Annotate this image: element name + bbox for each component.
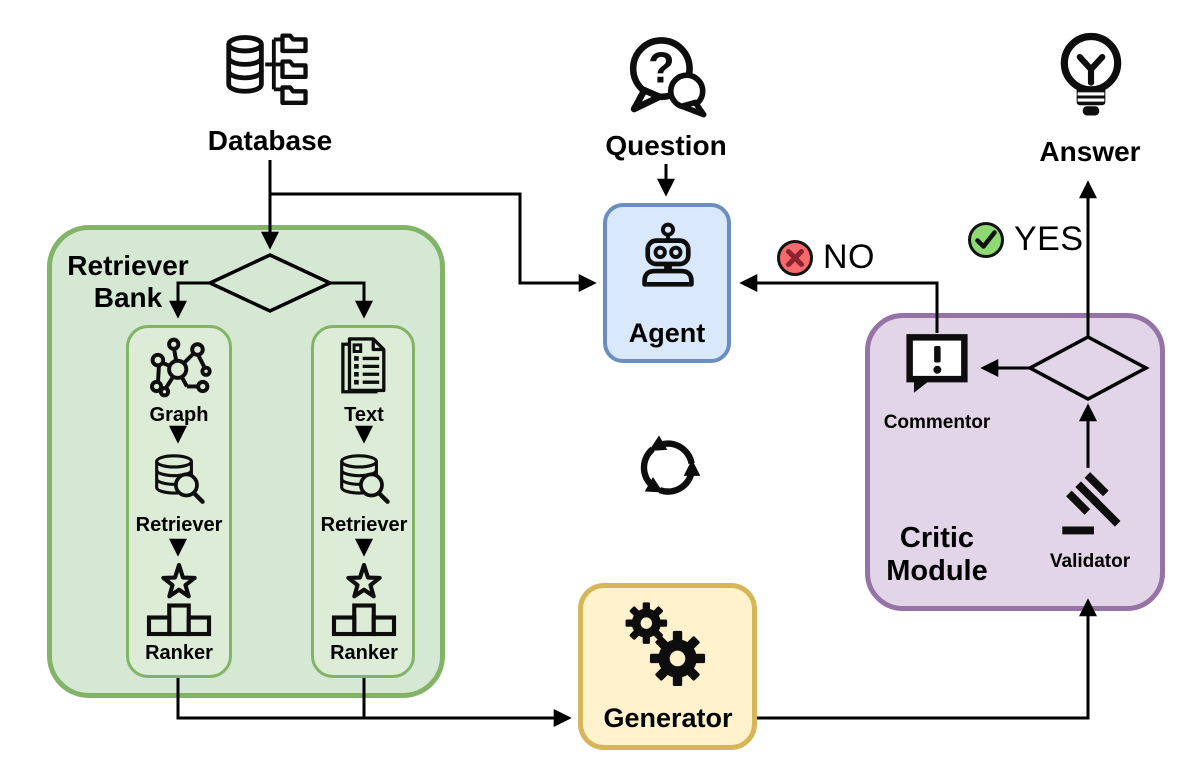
retriever-bank-label: Retriever Bank	[67, 250, 189, 314]
retriever-right-label: Retriever	[320, 514, 408, 536]
cycle-arrows-icon	[640, 435, 701, 495]
question-speech-bubbles-icon: ?	[629, 37, 707, 118]
gavel-icon	[1062, 472, 1121, 535]
critic-module-label: Critic Module	[886, 522, 988, 588]
robot-icon	[642, 222, 694, 287]
star-podium-icon	[331, 562, 397, 637]
database-search-icon	[155, 454, 205, 504]
commentor-label: Commentor	[883, 412, 991, 433]
answer-label: Answer	[1039, 136, 1141, 167]
ranker-right-label: Ranker	[330, 642, 398, 664]
lightbulb-icon	[1060, 32, 1122, 116]
alert-speech-bubble-icon	[906, 334, 968, 393]
star-podium-icon	[146, 562, 212, 637]
x-circle-icon	[777, 240, 813, 276]
text-label: Text	[344, 404, 384, 426]
generator-label: Generator	[603, 703, 733, 733]
retriever-left-label: Retriever	[135, 514, 223, 536]
agent-label: Agent	[628, 318, 706, 348]
check-circle-icon	[968, 222, 1004, 258]
text-document-icon	[341, 337, 386, 394]
edge-generator-to-validator	[757, 598, 1097, 720]
gears-icon	[625, 602, 706, 687]
yes-label: YES	[1014, 220, 1084, 258]
database-folders-icon	[226, 33, 308, 105]
no-label: NO	[823, 238, 875, 276]
validator-label: Validator	[1049, 551, 1131, 572]
ranker-left-label: Ranker	[145, 642, 213, 664]
graph-label: Graph	[149, 404, 209, 426]
database-search-icon	[340, 454, 390, 504]
database-label: Database	[207, 125, 333, 156]
graph-network-icon	[149, 337, 212, 398]
question-mark-glyph: ?	[648, 45, 674, 93]
question-label: Question	[605, 130, 727, 161]
